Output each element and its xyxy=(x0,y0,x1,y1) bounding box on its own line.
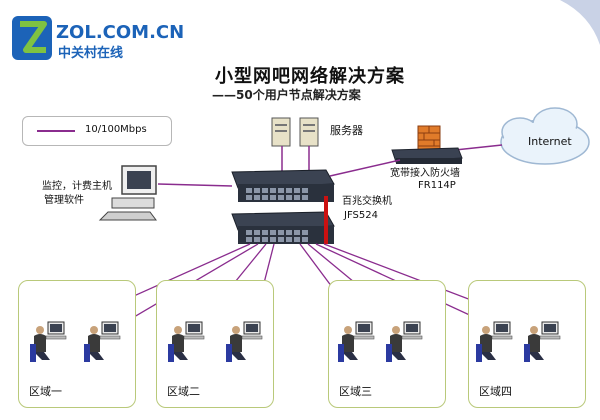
zol-logo-icon xyxy=(12,16,52,60)
host-computer-icon xyxy=(98,165,157,221)
core-switch-icon xyxy=(231,169,335,202)
server-icon xyxy=(271,117,319,172)
link-firewall-internet xyxy=(454,144,503,151)
firewall-label-line2: FR114P xyxy=(418,180,456,191)
zone-2: 区域二 xyxy=(156,280,274,408)
host-label-line1: 监控，计费主机 xyxy=(42,181,112,192)
legend-label: 10/100Mbps xyxy=(85,124,147,135)
internet-cloud-icon xyxy=(500,107,590,165)
link-firewall-switch xyxy=(329,159,401,177)
internet-label: Internet xyxy=(528,135,572,148)
firewall-label-line1: 宽带接入防火墙 xyxy=(390,168,460,179)
zone-3-label: 区域三 xyxy=(339,385,372,398)
zone-4: 区域四 xyxy=(468,280,586,408)
firewall-device-icon xyxy=(391,147,463,164)
link-host-switch xyxy=(157,183,233,187)
legend: 10/100Mbps xyxy=(22,116,172,146)
zone-4-label: 区域四 xyxy=(479,385,512,398)
firewall-icon xyxy=(417,125,441,153)
servers-label: 服务器 xyxy=(330,124,363,137)
switch-label-line1: 百兆交换机 xyxy=(342,196,392,207)
access-switch-icon xyxy=(231,211,335,244)
zone-1: 区域一 xyxy=(18,280,136,408)
corner-decoration xyxy=(560,0,600,45)
page-subtitle: ——50个用户节点解决方案 xyxy=(212,88,361,102)
legend-line-sample xyxy=(37,130,75,132)
zone-2-label: 区域二 xyxy=(167,385,200,398)
logo-chinese-text: 中关村在线 xyxy=(58,46,124,61)
host-label-line2: 管理软件 xyxy=(44,195,84,206)
page-title: 小型网吧网络解决方案 xyxy=(215,66,405,87)
logo-domain-text: ZOL.COM.CN xyxy=(56,22,185,43)
zone-3: 区域三 xyxy=(328,280,446,408)
switch-label-line2: JFS524 xyxy=(344,210,378,221)
zone-1-label: 区域一 xyxy=(29,385,62,398)
